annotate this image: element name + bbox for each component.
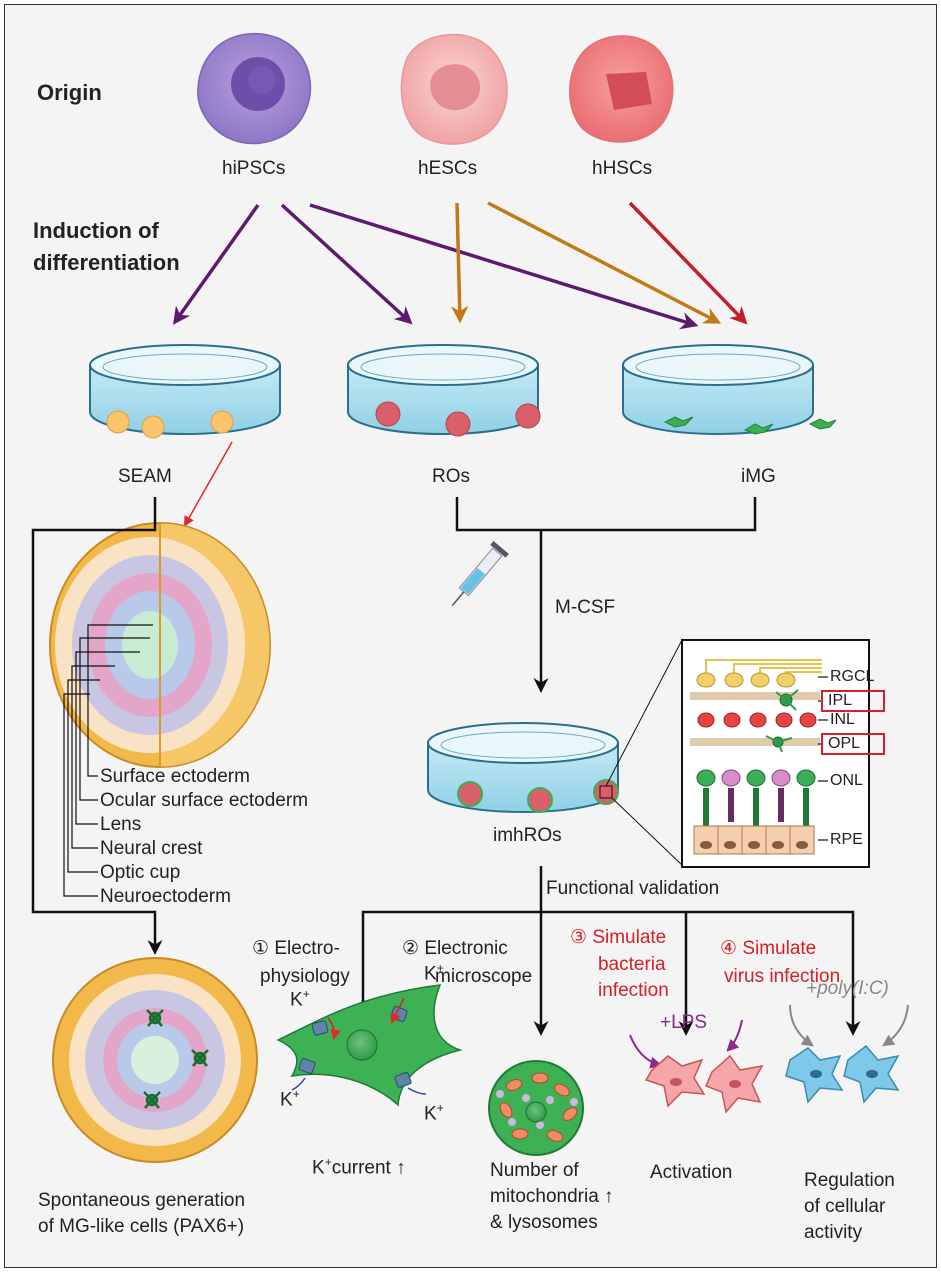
regulated-cells-icon — [785, 1004, 909, 1104]
img-dish-icon — [622, 344, 837, 435]
validation-title: Functional validation — [546, 878, 720, 899]
assay-4-label: ④ Simulate — [720, 938, 816, 960]
ipl-highlight-box — [821, 690, 885, 712]
ros-dish-icon — [347, 344, 541, 437]
seam-layer-label: Surface ectoderm — [100, 766, 250, 787]
seam-result-line2: of MG-like cells (PAX6+) — [38, 1216, 245, 1237]
seam-layer-label: Neuroectoderm — [100, 886, 231, 907]
lps-label: +LPS — [660, 1012, 708, 1033]
assay-4-number: ④ — [720, 938, 738, 959]
regulation-line3: activity — [804, 1222, 863, 1243]
ion-label: K+ — [424, 1101, 444, 1125]
seam-layer-leaders — [63, 624, 153, 897]
assay-2-line1: Electronic — [424, 938, 508, 959]
retina-layer-onl: ONL — [830, 772, 863, 789]
ion-label: K+ — [280, 1087, 300, 1111]
induction-heading-line1: Induction of — [33, 218, 159, 243]
mito-result-line2: mitochondria ↑ — [490, 1186, 614, 1207]
imhros-dish-icon — [427, 722, 619, 813]
activated-cells-icon — [629, 1019, 764, 1114]
regulation-line1: Regulation — [804, 1170, 895, 1191]
mcsf-label: M-CSF — [555, 597, 616, 618]
assay-4-line2: virus infection — [724, 966, 841, 987]
source-label-hhscs: hHSCs — [592, 158, 653, 179]
assay-2-number: ② — [402, 938, 420, 959]
seam-sphere-icon — [49, 522, 271, 768]
ion-label: K+ — [424, 961, 444, 985]
hhsc-cell-icon — [569, 35, 674, 143]
seam-layer-label: Neural crest — [100, 838, 203, 859]
seam-to-sphere-arrow — [183, 441, 233, 527]
mitochondria-cell-icon — [488, 1060, 584, 1156]
retina-layer-opl: OPL — [828, 735, 861, 752]
culture-label-img: iMG — [741, 466, 776, 487]
assay-1-label: ① Electro- — [252, 938, 340, 960]
culture-label-seam: SEAM — [118, 466, 172, 487]
assay-1-number: ① — [252, 938, 270, 959]
retina-layer-rgcl: RGCL — [830, 668, 875, 685]
ion-channel-cell-icon — [276, 984, 463, 1107]
assay-1-line2: physiology — [260, 966, 350, 987]
syringe-icon — [451, 540, 509, 607]
retina-inset — [681, 639, 885, 868]
assay-3-number: ③ — [570, 927, 588, 948]
mg-like-sphere-icon — [52, 957, 258, 1163]
assay-3-label: ③ Simulate — [570, 927, 666, 949]
assay-4-line1: Simulate — [742, 938, 817, 959]
culture-label-ros: ROs — [432, 466, 470, 487]
seam-layer-label: Lens — [100, 814, 142, 835]
k-current-result: K+current ↑ — [312, 1155, 406, 1179]
seam-layer-label: Optic cup — [100, 862, 181, 883]
retina-layer-ipl: IPL — [828, 692, 853, 709]
source-label-hescs: hESCs — [418, 158, 478, 179]
source-label-hipscs: hiPSCs — [222, 158, 286, 179]
retina-layer-rpe: RPE — [830, 831, 863, 848]
regulation-line2: of cellular — [804, 1196, 886, 1217]
assay-2-line2: microscope — [435, 966, 533, 987]
assay-2-label: ② Electronic — [402, 938, 508, 960]
flow-lines — [31, 497, 861, 1036]
zoom-line — [611, 797, 683, 866]
assay-3-line3: infection — [598, 980, 669, 1001]
opl-highlight-box — [821, 733, 885, 755]
retina-layer-inl: INL — [830, 711, 855, 728]
seam-result-line1: Spontaneous generation — [38, 1190, 246, 1211]
assay-1-line1: Electro- — [274, 938, 340, 959]
polyic-label: +poly(I:C) — [806, 978, 889, 999]
induction-arrows — [172, 201, 748, 330]
hipsc-cell-icon — [197, 33, 312, 145]
assay-3-line2: bacteria — [598, 954, 666, 975]
mito-result-line1: Number of — [490, 1160, 579, 1181]
activation-label: Activation — [650, 1162, 733, 1183]
coculture-label: imhROs — [493, 825, 562, 846]
seam-dish-icon — [89, 344, 281, 439]
hesc-cell-icon — [400, 33, 508, 145]
ion-label: K+ — [290, 987, 310, 1011]
seam-layer-label: Ocular surface ectoderm — [100, 790, 309, 811]
mito-result-line3: & lysosomes — [490, 1212, 598, 1233]
zoom-line — [605, 639, 683, 787]
origin-heading: Origin — [37, 80, 102, 105]
induction-heading-line2: differentiation — [33, 250, 180, 275]
assay-3-line1: Simulate — [592, 927, 667, 948]
